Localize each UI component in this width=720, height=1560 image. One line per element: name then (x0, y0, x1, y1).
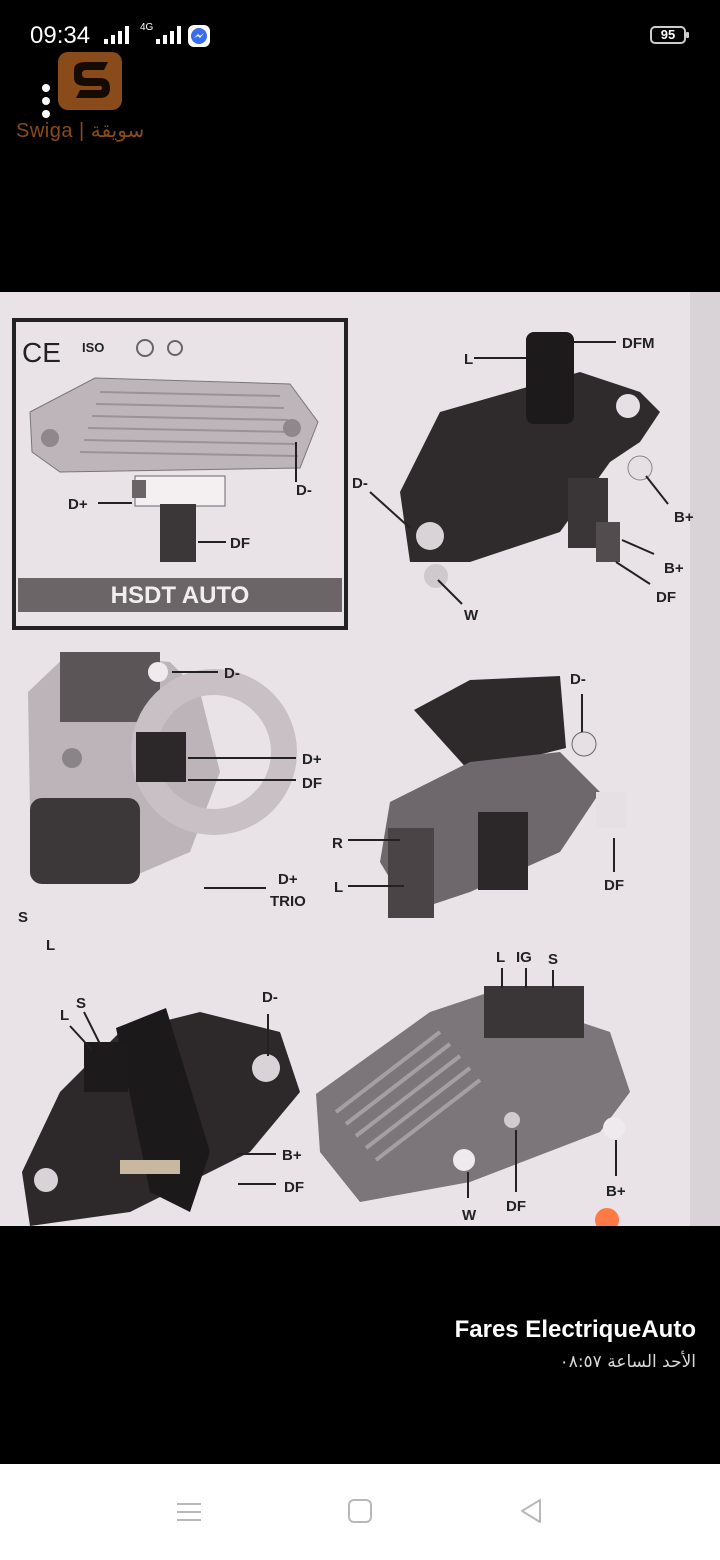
logo-text: Swiga | سويقة (16, 120, 145, 142)
battery-icon: 95 (650, 26, 689, 44)
signal-icon (104, 26, 129, 44)
label-p4-r: R (332, 835, 343, 852)
regulator-1-image (29, 377, 319, 562)
regulator-5-image (22, 1008, 300, 1226)
label-p2-dfm: DFM (622, 335, 655, 352)
label-p5-dminus: D- (262, 989, 278, 1006)
label-p4-df: DF (604, 877, 624, 894)
label-p5-bplus: B+ (282, 1147, 302, 1164)
panel-1-frame (12, 318, 348, 630)
regulator-4-image (380, 676, 626, 918)
label-p2-dminus: D- (352, 475, 368, 492)
back-icon[interactable] (516, 1496, 546, 1526)
label-p6-df: DF (506, 1198, 526, 1215)
post-date: الأحد الساعة ٠٨:٥٧ (559, 1352, 696, 1372)
label-p1-df: DF (230, 535, 250, 552)
label-p4-dminus: D- (570, 671, 586, 688)
label-p1-dplus: D+ (68, 496, 88, 513)
regulator-6-image (316, 986, 630, 1202)
navigation-bar (0, 1464, 720, 1560)
messenger-icon (188, 25, 210, 47)
network-type-label: 4G (140, 22, 154, 33)
regulator-3-image (28, 652, 297, 884)
label-p5-l: L (60, 1007, 69, 1024)
label-p3-l: L (46, 937, 55, 954)
post-author[interactable]: Fares ElectriqueAuto (454, 1316, 696, 1343)
label-p3-trio: TRIO (270, 893, 306, 910)
recents-icon[interactable] (174, 1496, 204, 1526)
vertical-dots-icon[interactable] (42, 84, 52, 124)
iso-mark: ISO (82, 340, 104, 355)
panel-title-bar (18, 578, 342, 612)
status-time: 09:34 (30, 22, 91, 49)
label-p2-w: W (464, 607, 479, 624)
label-p2-bplus-1: B+ (674, 509, 694, 526)
label-p5-s: S (76, 995, 86, 1012)
regulator-2-image (400, 332, 660, 588)
label-p6-bplus: B+ (606, 1183, 626, 1200)
label-p1-dminus: D- (296, 482, 312, 499)
label-p6-w: W (462, 1207, 477, 1224)
status-bar: 09:34 4G 95 (0, 0, 720, 72)
label-p6-s: S (548, 951, 558, 968)
label-p2-l: L (464, 351, 473, 368)
label-p3-dplus: D+ (302, 751, 322, 768)
home-icon[interactable] (345, 1496, 375, 1526)
label-p3-df: DF (302, 775, 322, 792)
ce-mark: CE (22, 337, 61, 368)
signal-icon-sim2 (156, 26, 181, 44)
label-p4-l: L (334, 879, 343, 896)
label-p3-dminus: D- (224, 665, 240, 682)
panel-title: HSDT AUTO (111, 582, 250, 609)
label-p6-ig: IG (516, 949, 532, 966)
swiga-logo (16, 40, 176, 150)
post-photo[interactable]: CE ISO D+ DF D- HSDT AUTO (0, 292, 720, 1226)
post-caption: Fares ElectriqueAuto الأحد الساعة ٠٨:٥٧ (455, 1316, 696, 1372)
label-p5-df: DF (284, 1179, 304, 1196)
label-p2-df: DF (656, 589, 676, 606)
notification-dot (595, 1208, 619, 1226)
label-p3-dplus-trio: D+ (278, 871, 298, 888)
label-p6-l: L (496, 949, 505, 966)
label-p3-s: S (18, 909, 28, 926)
label-p2-bplus-2: B+ (664, 560, 684, 577)
